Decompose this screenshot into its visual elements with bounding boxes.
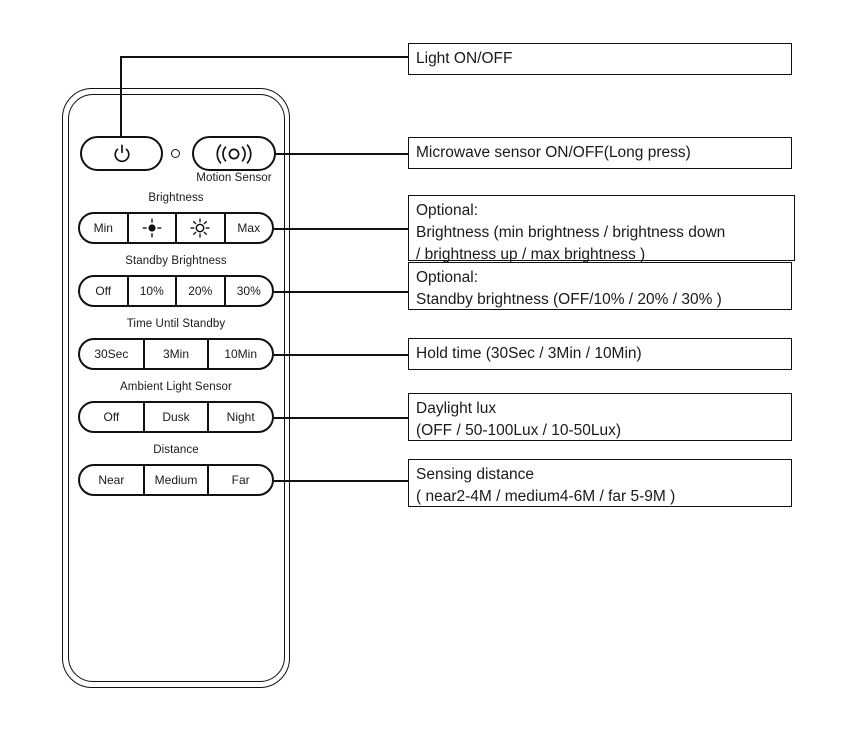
- power-icon: [113, 144, 130, 162]
- annotation-line: Sensing distance: [416, 466, 535, 483]
- annotation-line: Light ON/OFF: [416, 50, 513, 67]
- distance-medium-button[interactable]: Medium: [145, 466, 210, 494]
- annotation-box-light-on-off: Light ON/OFF: [408, 43, 792, 75]
- brightness-max-button[interactable]: Max: [237, 221, 261, 235]
- annotation-box-brightness-optional: Optional: Brightness (min brightness / b…: [408, 195, 795, 263]
- connector-line-light-vertical: [120, 56, 122, 137]
- annotation-box-hold-time: Hold time (30Sec / 3Min / 10Min): [408, 338, 792, 370]
- annotation-line: Hold time (30Sec / 3Min / 10Min): [416, 345, 642, 362]
- led-indicator-icon: [171, 149, 180, 158]
- brightness-button-row[interactable]: Min Max: [78, 212, 274, 244]
- distance-far-button[interactable]: Far: [231, 473, 250, 487]
- distance-button-row[interactable]: Near Medium Far: [78, 464, 274, 496]
- annotation-line: Brightness (min brightness / brightness …: [416, 224, 726, 241]
- motion-sensor-caption: Motion Sensor: [196, 172, 272, 184]
- motion-sensor-button[interactable]: [192, 136, 276, 171]
- distance-near-button[interactable]: Near: [80, 466, 145, 494]
- power-button[interactable]: [80, 136, 163, 171]
- annotation-line: (OFF / 50-100Lux / 10-50Lux): [416, 422, 622, 439]
- annotation-box-daylight-lux: Daylight lux (OFF / 50-100Lux / 10-50Lux…: [408, 393, 792, 441]
- brightness-up-button[interactable]: [177, 214, 226, 242]
- group-label-time-until-standby: Time Until Standby: [126, 318, 226, 330]
- annotation-box-sensing-distance: Sensing distance ( near2-4M / medium4-6M…: [408, 459, 792, 507]
- motion-sensor-icon: [216, 143, 252, 164]
- connector-line-light-horizontal: [120, 56, 408, 58]
- brightness-up-icon: [190, 218, 210, 238]
- time-3min-button[interactable]: 3Min: [145, 340, 210, 368]
- brightness-down-icon: [142, 218, 162, 238]
- connector-line-hold-time: [274, 354, 408, 356]
- group-label-ambient-light-sensor: Ambient Light Sensor: [120, 381, 232, 393]
- ambient-light-sensor-button-row[interactable]: Off Dusk Night: [78, 401, 274, 433]
- ambient-off-button[interactable]: Off: [80, 403, 145, 431]
- annotation-line: / brightness up / max brightness ): [416, 246, 646, 263]
- time-30sec-button[interactable]: 30Sec: [80, 340, 145, 368]
- annotation-box-microwave-sensor: Microwave sensor ON/OFF(Long press): [408, 137, 792, 169]
- connector-line-standby: [274, 291, 408, 293]
- group-label-distance: Distance: [153, 444, 199, 456]
- standby-off-button[interactable]: Off: [80, 277, 129, 305]
- connector-line-brightness: [274, 228, 408, 230]
- standby-brightness-button-row[interactable]: Off 10% 20% 30%: [78, 275, 274, 307]
- annotation-line: ( near2-4M / medium4-6M / far 5-9M ): [416, 488, 676, 505]
- standby-30-button[interactable]: 30%: [236, 284, 261, 298]
- annotation-line: Microwave sensor ON/OFF(Long press): [416, 144, 691, 161]
- connector-line-daylight-lux: [274, 417, 408, 419]
- annotation-box-standby-optional: Optional: Standby brightness (OFF/10% / …: [408, 262, 792, 310]
- group-label-standby-brightness: Standby Brightness: [125, 255, 227, 267]
- annotation-line: Standby brightness (OFF/10% / 20% / 30% …: [416, 291, 722, 308]
- standby-10-button[interactable]: 10%: [129, 277, 177, 305]
- group-label-brightness: Brightness: [148, 192, 204, 204]
- brightness-min-button[interactable]: Min: [80, 214, 129, 242]
- connector-line-microwave: [276, 153, 408, 155]
- time-until-standby-button-row[interactable]: 30Sec 3Min 10Min: [78, 338, 274, 370]
- connector-line-sensing-distance: [274, 480, 408, 482]
- ambient-night-button[interactable]: Night: [226, 410, 255, 424]
- annotation-line: Optional:: [416, 202, 479, 219]
- standby-20-button[interactable]: 20%: [177, 277, 226, 305]
- time-10min-button[interactable]: 10Min: [224, 347, 258, 361]
- annotation-line: Daylight lux: [416, 400, 497, 417]
- remote-body-inner-outline: [68, 94, 285, 682]
- ambient-dusk-button[interactable]: Dusk: [145, 403, 210, 431]
- brightness-down-button[interactable]: [129, 214, 177, 242]
- annotation-line: Optional:: [416, 269, 479, 286]
